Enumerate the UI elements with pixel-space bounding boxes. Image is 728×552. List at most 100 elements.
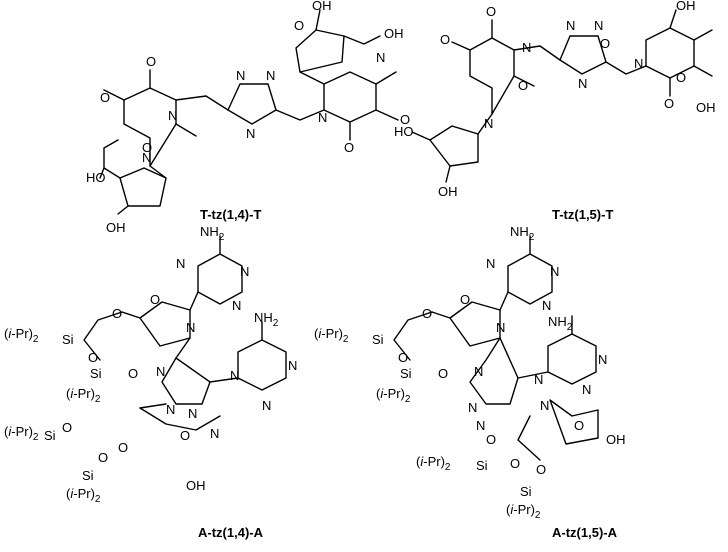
label-ipr2: (i-Pr)2: [66, 386, 101, 405]
caption-a-tz15-a: A-tz(1,5)-A: [552, 525, 618, 540]
label-nh2: NH2: [254, 310, 279, 329]
caption-t-tz15-t: T-tz(1,5)-T: [552, 207, 613, 222]
label-ho: HO: [86, 170, 106, 185]
label-n: N: [188, 406, 197, 421]
label-o: O: [180, 428, 190, 443]
label-si: Si: [372, 332, 384, 347]
label-n: N: [168, 108, 177, 123]
structure-t-tz15-t: [411, 9, 713, 183]
label-n: N: [578, 76, 587, 91]
label-ipr2: (i-Pr)2: [314, 326, 349, 345]
label-o: O: [518, 78, 528, 93]
label-o: O: [142, 140, 152, 155]
label-nh2: NH2: [200, 224, 225, 243]
label-o: O: [664, 96, 674, 111]
label-n: N: [266, 68, 275, 83]
label-o: O: [398, 350, 408, 365]
label-n: N: [142, 150, 151, 165]
structure-a-tz14-a: [83, 235, 287, 431]
label-n: N: [486, 256, 495, 271]
label-n: N: [496, 320, 505, 335]
label-n: N: [186, 320, 195, 335]
label-n: N: [232, 298, 241, 313]
label-n: N: [288, 358, 297, 373]
label-n: N: [474, 364, 483, 379]
label-n: N: [236, 68, 245, 83]
label-o: O: [62, 420, 72, 435]
label-o: O: [150, 292, 160, 307]
label-ipr2: (i-Pr)2: [416, 454, 451, 473]
label-o: O: [510, 456, 520, 471]
label-o: O: [98, 450, 108, 465]
label-n: N: [484, 116, 493, 131]
label-ipr2: (i-Pr)2: [376, 386, 411, 405]
label-si: Si: [44, 428, 56, 443]
label-n: N: [166, 402, 175, 417]
label-n: N: [230, 368, 239, 383]
structure-a-tz15-a: [393, 235, 599, 461]
label-o: O: [118, 440, 128, 455]
label-n: N: [634, 56, 643, 71]
label-o: O: [676, 70, 686, 85]
label-ipr2: (i-Pr)2: [506, 502, 541, 521]
label-o: O: [574, 418, 584, 433]
label-ho: HO: [394, 124, 414, 139]
label-n: N: [542, 298, 551, 313]
label-o: O: [146, 54, 156, 69]
label-oh: OH: [186, 478, 206, 493]
label-si: Si: [400, 366, 412, 381]
label-si: Si: [90, 366, 102, 381]
label-o: O: [422, 306, 432, 321]
label-oh: OH: [106, 220, 126, 235]
label-si: Si: [62, 332, 74, 347]
label-n: N: [522, 40, 531, 55]
label-n: N: [156, 364, 165, 379]
label-o: O: [400, 112, 410, 127]
label-n: N: [534, 372, 543, 387]
label-nh2: NH2: [510, 224, 535, 243]
label-n: N: [376, 50, 385, 65]
label-o: O: [536, 462, 546, 477]
label-si: Si: [476, 458, 488, 473]
label-n: N: [318, 110, 327, 125]
label-o: O: [100, 90, 110, 105]
label-n: N: [176, 256, 185, 271]
label-n: N: [540, 398, 549, 413]
label-o: O: [88, 350, 98, 365]
label-n: N: [240, 264, 249, 279]
label-ipr2: (i-Pr)2: [66, 486, 101, 505]
label-n: N: [468, 400, 477, 415]
label-n: N: [598, 352, 607, 367]
label-oh: OH: [606, 432, 626, 447]
label-oh: OH: [696, 100, 716, 115]
label-oh: OH: [384, 26, 404, 41]
label-n: N: [246, 126, 255, 141]
label-n: N: [550, 264, 559, 279]
label-o: O: [486, 432, 496, 447]
label-ipr2: (i-Pr)2: [4, 326, 39, 345]
label-si: Si: [82, 468, 94, 483]
label-o: O: [600, 36, 610, 51]
label-n: N: [476, 418, 485, 433]
label-n: N: [262, 398, 271, 413]
label-n: N: [210, 426, 219, 441]
label-o: O: [460, 292, 470, 307]
label-nh2: NH2: [548, 314, 573, 333]
atom-labels: HO OH N O O O N N N N N O O N O OH OH HO…: [4, 0, 716, 521]
label-o: O: [344, 140, 354, 155]
label-si: Si: [520, 484, 532, 499]
label-o: O: [294, 18, 304, 33]
label-o: O: [438, 366, 448, 381]
label-n: N: [594, 18, 603, 33]
label-o: O: [112, 306, 122, 321]
label-o: O: [440, 32, 450, 47]
label-oh: OH: [676, 0, 696, 13]
label-oh: OH: [438, 184, 458, 199]
label-oh: OH: [312, 0, 332, 13]
label-n: N: [566, 18, 575, 33]
caption-t-tz14-t: T-tz(1,4)-T: [200, 207, 261, 222]
structure-t-tz14-t: [99, 9, 399, 215]
caption-a-tz14-a: A-tz(1,4)-A: [198, 525, 264, 540]
